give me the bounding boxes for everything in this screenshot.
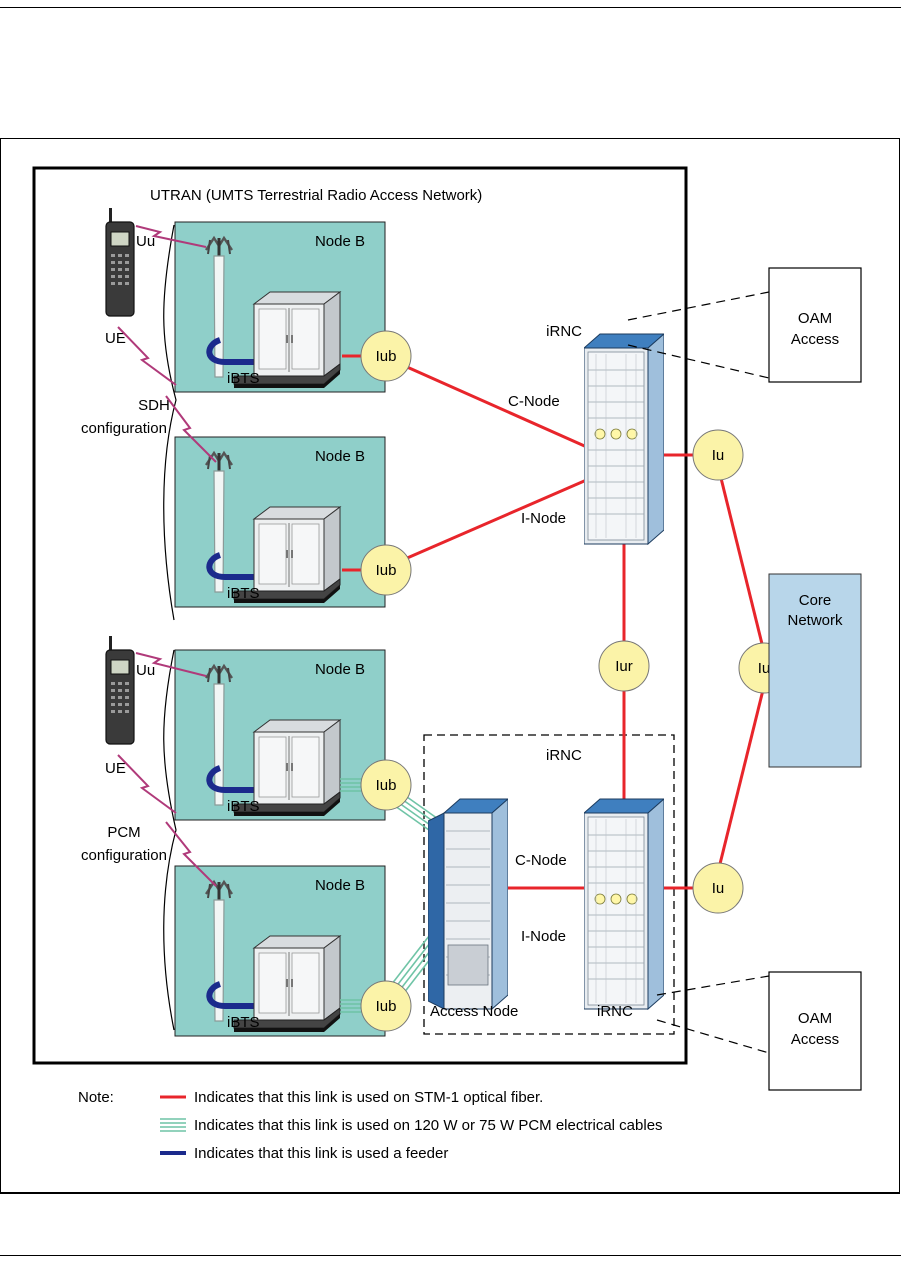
irnc-dashed-box xyxy=(423,734,675,1035)
mobile-phone-icon xyxy=(105,208,135,317)
ibts-label: iBTS xyxy=(227,798,260,815)
c-node-label: C-Node xyxy=(515,852,567,869)
i-node-label: I-Node xyxy=(521,928,566,945)
iu-interface xyxy=(692,429,744,481)
access-node-label: Access Node xyxy=(430,1003,518,1020)
feeder-link xyxy=(206,337,262,365)
i-node-label: I-Node xyxy=(521,510,566,527)
svg-text:PCM: PCM xyxy=(107,824,140,841)
fiber-links xyxy=(342,354,766,890)
oam-access-box: OAM Access xyxy=(768,267,862,383)
svg-text:SDH: SDH xyxy=(138,397,170,414)
feeder-link xyxy=(206,552,262,580)
irnc-label: iRNC xyxy=(597,1003,633,1020)
iu-interface xyxy=(692,862,744,914)
iur-label: Iur xyxy=(615,658,633,675)
svg-text:Node B: Node B xyxy=(315,233,365,250)
iur-interface xyxy=(598,640,650,692)
c-node-label: C-Node xyxy=(508,393,560,410)
top-rule xyxy=(0,7,901,8)
svg-text:configuration: configuration xyxy=(81,420,167,437)
irnc-rack-icon xyxy=(584,333,664,545)
radio-link xyxy=(165,821,217,887)
iub-label: Iub xyxy=(376,348,397,365)
svg-text:Access: Access xyxy=(791,331,839,348)
svg-text:Core: Core xyxy=(799,592,832,609)
utran-boundary xyxy=(32,166,688,1065)
iu-label: Iu xyxy=(758,660,771,677)
feeder-link xyxy=(206,981,262,1009)
oam-access-box: OAM Access xyxy=(768,971,862,1091)
iub-interface xyxy=(360,330,412,382)
utran-title: UTRAN (UMTS Terrestrial Radio Access Net… xyxy=(150,187,482,204)
legend-item: Indicates that this link is used a feede… xyxy=(194,1145,448,1162)
svg-text:OAM: OAM xyxy=(798,1010,832,1027)
ibts-label: iBTS xyxy=(227,370,260,387)
svg-text:Network: Network xyxy=(787,612,843,629)
ibts-label: iBTS xyxy=(227,1014,260,1031)
ibts-label: iBTS xyxy=(227,585,260,602)
svg-text:Node B: Node B xyxy=(315,661,365,678)
radio-link xyxy=(135,225,207,248)
radio-link xyxy=(165,395,217,463)
svg-text:OAM: OAM xyxy=(798,310,832,327)
mobile-phone-icon xyxy=(105,636,135,745)
iub-interface xyxy=(360,759,412,811)
iub-interface xyxy=(360,544,412,596)
bottom-rule xyxy=(0,1255,901,1256)
iub-label: Iub xyxy=(376,777,397,794)
oam-links xyxy=(627,291,770,1054)
feeder-link xyxy=(206,765,262,793)
svg-text:Uu: Uu xyxy=(136,662,155,679)
irnc-rack-icon xyxy=(584,798,664,1010)
svg-text:configuration: configuration xyxy=(81,847,167,864)
svg-text:Node B: Node B xyxy=(315,448,365,465)
legend-item: Indicates that this link is used on STM-… xyxy=(194,1089,543,1106)
svg-text:UE: UE xyxy=(105,330,126,347)
legend-swatch-pcm xyxy=(160,1118,186,1132)
irnc-label: iRNC xyxy=(546,323,582,340)
node-b-equipment: iBTS iBTS iBTS iBTS xyxy=(204,236,341,1033)
svg-text:Node B: Node B xyxy=(315,877,365,894)
ue-group-pcm: Uu UE PCM configuration xyxy=(81,636,217,1031)
note-label: Note: xyxy=(78,1089,114,1106)
irnc-label: iRNC xyxy=(546,747,582,764)
radio-link xyxy=(117,326,177,386)
svg-text:Access: Access xyxy=(791,1031,839,1048)
radio-link xyxy=(135,652,207,677)
access-node-rack-icon xyxy=(428,798,508,1010)
ue-group-sdh: Uu UE SDH configuration xyxy=(81,208,217,621)
legend-item: Indicates that this link is used on 120 … xyxy=(194,1117,663,1134)
legend: Note: Indicates that this link is used o… xyxy=(78,1089,663,1162)
radio-link xyxy=(117,754,177,814)
svg-text:Uu: Uu xyxy=(136,233,155,250)
iub-interface xyxy=(360,980,412,1032)
iub-label: Iub xyxy=(376,998,397,1015)
svg-text:UE: UE xyxy=(105,760,126,777)
core-network-box: Core Network xyxy=(768,573,862,768)
iub-label: Iub xyxy=(376,562,397,579)
iu-label: Iu xyxy=(712,447,725,464)
iu-label: Iu xyxy=(712,880,725,897)
